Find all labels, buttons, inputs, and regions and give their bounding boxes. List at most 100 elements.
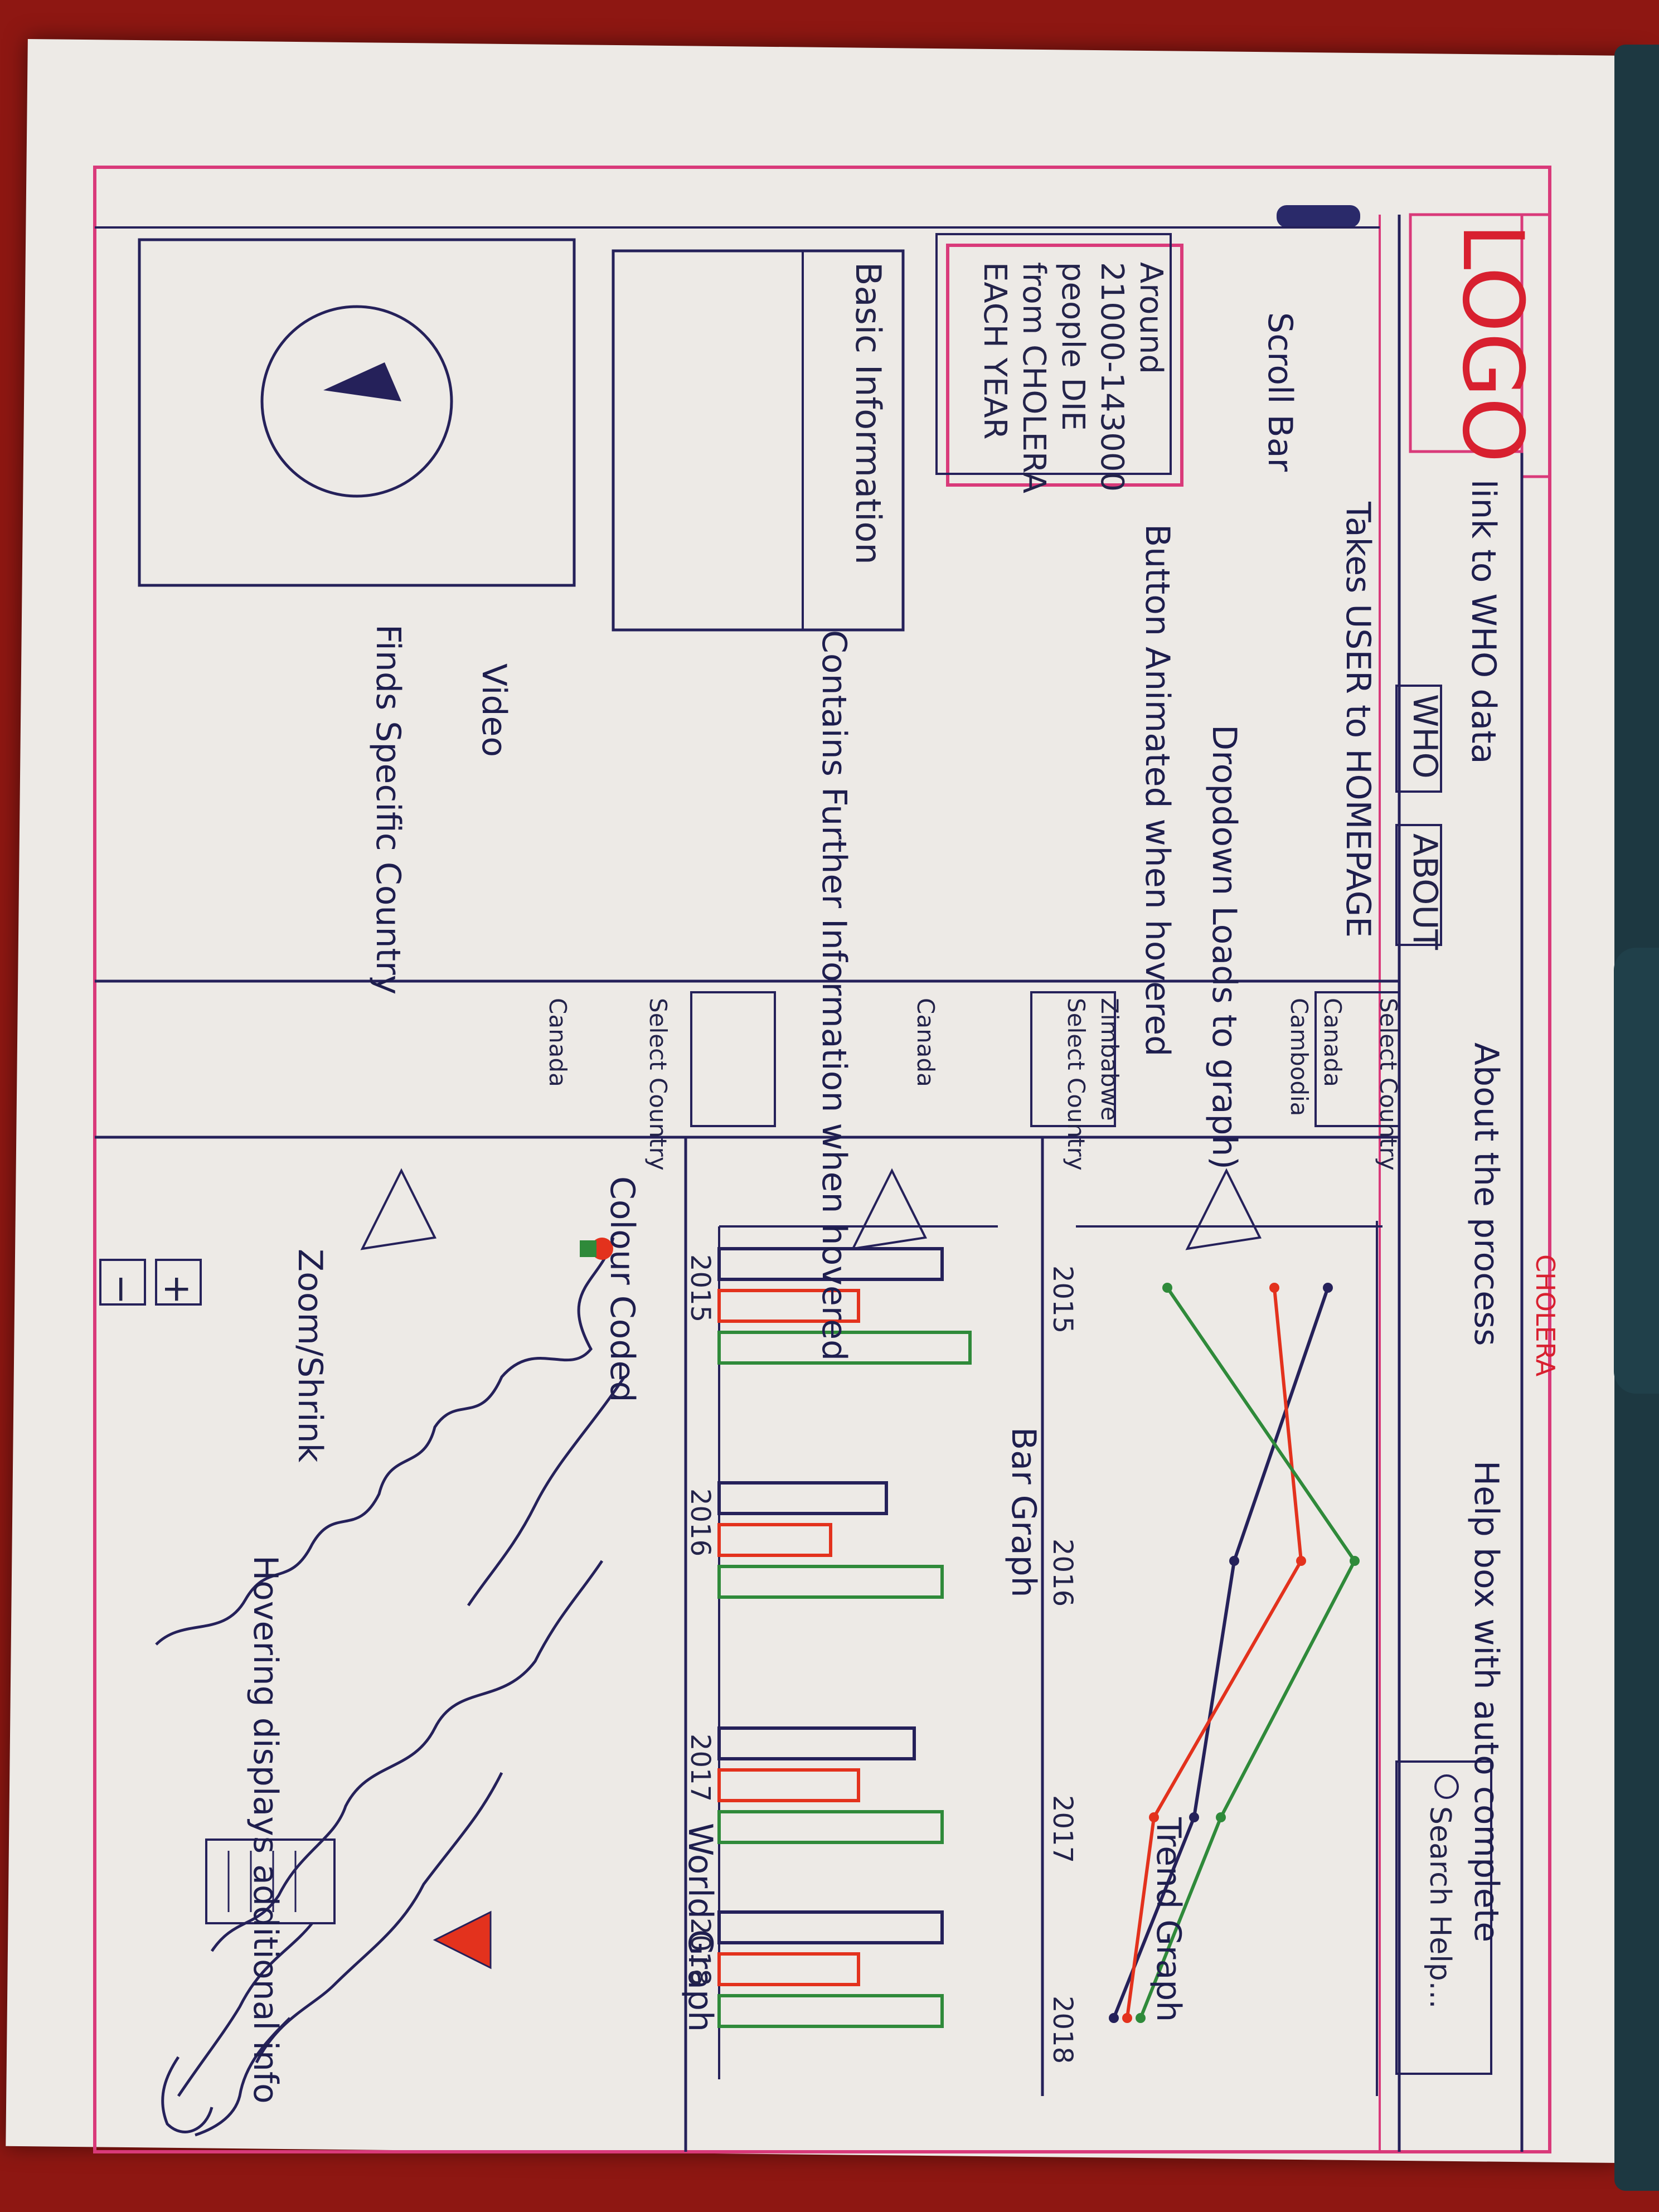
trend-tick-label: 2018 (1047, 1996, 1078, 2064)
legend-green-mark (580, 1240, 596, 1257)
bar-tick-label: 2017 (685, 1734, 716, 1802)
tab-title[interactable]: CHOLERA (1530, 1254, 1560, 1377)
trend-point[interactable] (1350, 1556, 1360, 1566)
scroll-bar[interactable] (1277, 205, 1360, 227)
annotation-dropdown: Dropdown Loads to graph) (1205, 725, 1244, 1170)
annotation-finds-country: Finds Specific Country (368, 624, 408, 995)
dropdown-trend-item-2[interactable]: Cambodia (1286, 998, 1313, 1116)
bar[interactable] (717, 1952, 860, 1986)
search-box[interactable] (1395, 1760, 1492, 2075)
dropdown-trend-label[interactable]: Select Country (1375, 998, 1402, 1171)
annotation-about: About the process (1467, 1042, 1506, 1346)
bar-graph[interactable] (717, 1247, 972, 2028)
annotation-video: Video (474, 663, 513, 757)
video-box[interactable] (138, 238, 576, 587)
nav-about-label[interactable]: ABOUT (1405, 833, 1444, 950)
annotation-homepage: Takes USER to HOMEPAGE (1338, 501, 1377, 938)
trend-point[interactable] (1323, 1283, 1333, 1293)
dropdown-world-item-1[interactable]: Canada (544, 998, 571, 1087)
bar-tick-label: 2016 (685, 1488, 716, 1556)
zoom-in-button[interactable] (155, 1259, 202, 1306)
trend-point[interactable] (1296, 1556, 1306, 1566)
zoom-out-label[interactable]: − (100, 1274, 143, 1304)
bar[interactable] (717, 1523, 832, 1557)
dropdown-trend-item-1[interactable]: Canada (1319, 998, 1346, 1087)
bar-graph-title: Bar Graph (1004, 1427, 1043, 1598)
dropdown-bar-item-1[interactable]: Zimbabwe (1096, 998, 1123, 1121)
bar[interactable] (717, 1565, 944, 1599)
trend-point[interactable] (1216, 1812, 1226, 1822)
bar[interactable] (717, 1289, 860, 1323)
trend-point[interactable] (1109, 2013, 1119, 2023)
dropdown-world-label[interactable]: Select Country (644, 998, 672, 1171)
stat-line-4: from CHOLERA (1016, 262, 1052, 493)
stat-line-1: Around (1133, 262, 1169, 374)
trend-tick-label: 2016 (1047, 1539, 1078, 1607)
play-icon (323, 362, 401, 401)
bar[interactable] (717, 1726, 916, 1760)
bar[interactable] (717, 1994, 944, 2028)
trend-point[interactable] (1229, 1556, 1239, 1566)
trend-series-line[interactable] (1112, 1287, 1330, 2019)
dropdown-bar-label[interactable]: Select Country (1063, 998, 1090, 1171)
map-tooltip (205, 1839, 336, 1924)
play-button[interactable] (260, 305, 453, 498)
bar[interactable] (717, 1768, 860, 1802)
trend-graph-title: Trend Graph (1149, 1817, 1188, 2022)
trend-point[interactable] (1149, 1812, 1159, 1822)
annotation-colour-coded: Colour Coded (603, 1176, 642, 1402)
stat-line-2: 21000-143000 (1094, 262, 1130, 492)
browser-frame (93, 166, 1551, 2153)
zoom-in-label[interactable]: + (156, 1274, 199, 1304)
bar-tick-label: 2018 (685, 1918, 716, 1986)
trend-point[interactable] (1189, 1812, 1199, 1822)
trend-point[interactable] (1162, 1283, 1172, 1293)
annotation-basic-info: Contains Further Information when hovere… (814, 630, 853, 1361)
chevron-down-icon[interactable] (851, 1168, 928, 1250)
trend-point[interactable] (1269, 1283, 1279, 1293)
dropdown-trend[interactable] (1314, 991, 1400, 1127)
map-marker-icon[interactable] (433, 1910, 492, 1970)
zoom-out-button[interactable] (99, 1259, 146, 1306)
stat-box[interactable] (946, 244, 1183, 487)
annotation-button-animated: Button Animated when hovered (1138, 524, 1177, 1056)
annotation-zoom: Zoom/Shrink (290, 1249, 329, 1463)
bar-tick-label: 2015 (685, 1254, 716, 1322)
chevron-down-icon[interactable] (1185, 1168, 1262, 1250)
trend-series-line[interactable] (1126, 1287, 1303, 2019)
dropdown-bar[interactable] (1030, 991, 1116, 1127)
bar[interactable] (717, 1247, 944, 1281)
trend-tick-label: 2017 (1047, 1795, 1078, 1863)
trend-tick-label: 2015 (1047, 1265, 1078, 1333)
stat-line-3: people DIE (1055, 262, 1091, 431)
trend-point[interactable] (1122, 2013, 1132, 2023)
trend-series-line[interactable] (1139, 1287, 1357, 2019)
search-placeholder[interactable]: Search Help... (1423, 1806, 1457, 2009)
basic-info-box[interactable] (612, 249, 905, 632)
scroll-bar-label: Scroll Bar (1260, 312, 1299, 472)
logo-box[interactable] (1409, 213, 1524, 453)
trend-graph[interactable] (1109, 1283, 1360, 2023)
bar[interactable] (717, 1910, 944, 1944)
annotation-hovering: Hovering displays additional info (246, 1555, 285, 2104)
binder-tab (1614, 948, 1659, 1394)
bar[interactable] (717, 1331, 972, 1365)
bar[interactable] (717, 1810, 944, 1844)
world-graph-title: World Graph (681, 1823, 720, 2032)
annotation-help-box: Help box with auto complete (1467, 1461, 1506, 1942)
trend-point[interactable] (1136, 2013, 1146, 2023)
dropdown-bar-item-2[interactable]: Canada (912, 998, 939, 1087)
dropdown-world[interactable] (690, 991, 776, 1127)
bar[interactable] (717, 1481, 888, 1515)
nav-about-button[interactable] (1395, 824, 1442, 946)
search-icon (1434, 1774, 1459, 1799)
world-map[interactable] (155, 1237, 626, 2137)
logo[interactable]: LOGO (1444, 223, 1541, 463)
nav-who-label[interactable]: WHO (1405, 694, 1444, 779)
basic-info-title: Basic Information (848, 262, 889, 565)
chevron-down-icon[interactable] (360, 1168, 437, 1250)
annotation-who-link: link to WHO data (1464, 479, 1503, 764)
nav-who-button[interactable] (1395, 685, 1442, 793)
stat-line-5: EACH YEAR (977, 262, 1013, 440)
